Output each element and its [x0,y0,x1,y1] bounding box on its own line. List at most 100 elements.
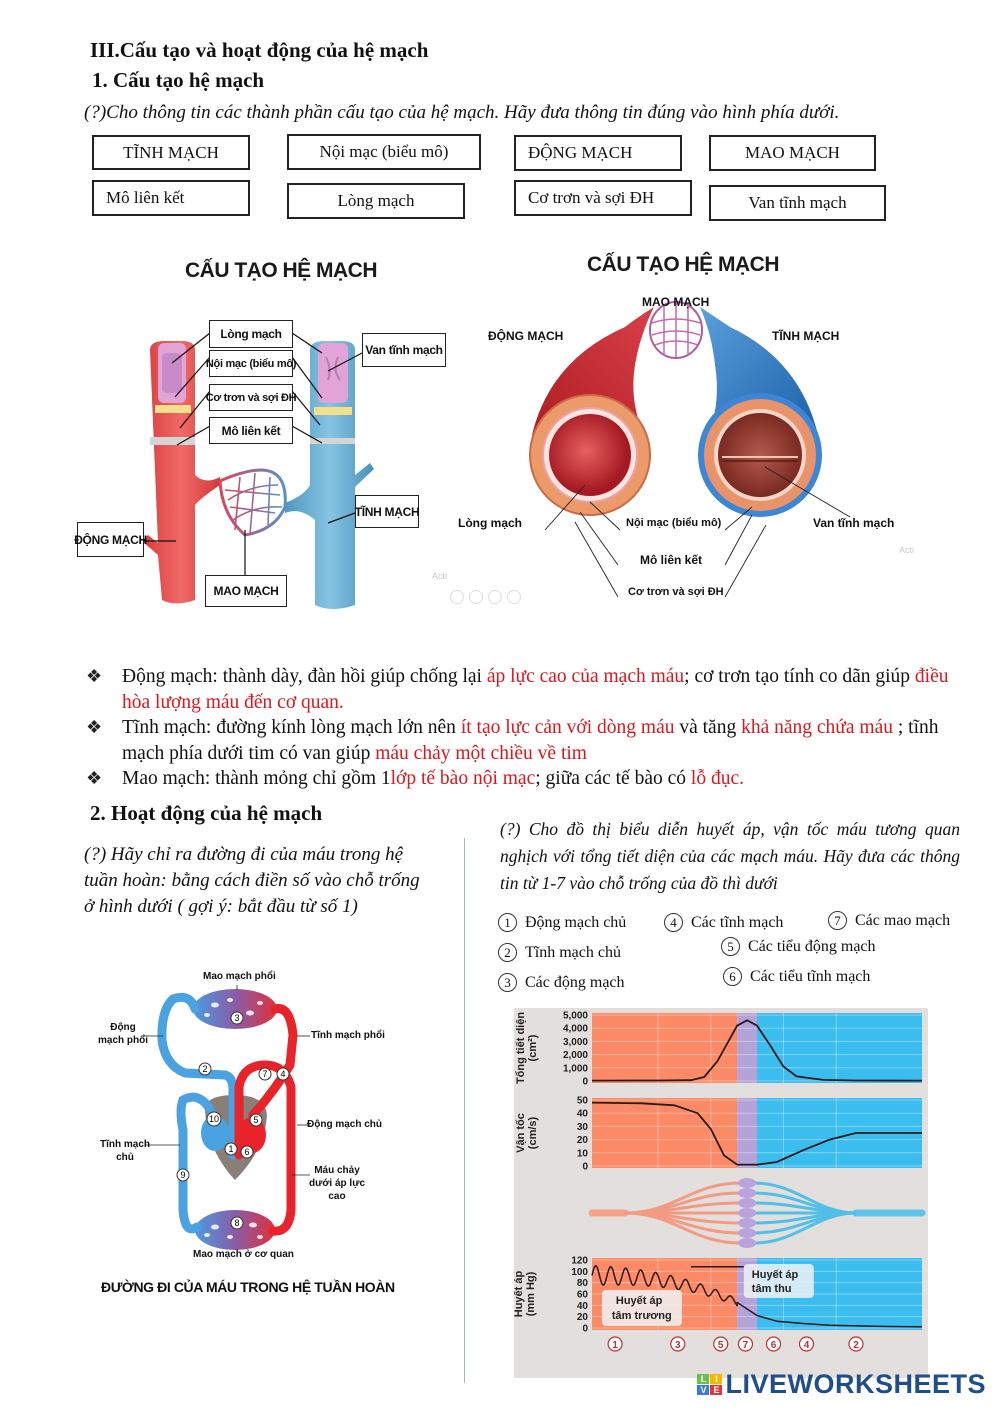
option-chip[interactable]: ĐỘNG MẠCH [514,135,682,171]
label-mo-lien-ket: Mô liên kết [640,553,703,567]
capillary-bed [738,1198,757,1208]
zone-capillary [737,1013,757,1083]
brand-name: LIVEWORKSHEETS [725,1369,986,1399]
svg-text:6: 6 [244,1147,249,1157]
logo-letter: V [697,1385,710,1395]
x-category-marker [670,1336,686,1352]
legend-number: 3 [498,973,517,992]
option-chip[interactable]: TĨNH MẠCH [92,135,250,170]
y-tick-label: 40 [577,1301,589,1312]
label-van-tinh-mach: Van tĩnh mạch [813,516,895,530]
part2-prompt-left: (?) Hãy chỉ ra đường đi của máu trong hệ… [84,844,420,917]
x-category-label: 3 [675,1340,681,1351]
legend-number: 1 [498,913,517,932]
y-tick-label: 20 [577,1312,589,1323]
legend-number: 7 [828,911,847,930]
capillary-bed [738,1228,757,1238]
figure-vessel-structure-right: CẤU TẠO HỆ MẠCH MAO MẠC [440,245,940,620]
arteriole-branch [624,1211,741,1245]
y-tick-label: 0 [582,1324,588,1335]
label-mao-mach-co-quan: Mao mạch ở cơ quan [193,1249,294,1260]
highlight-text: lỗ đục. [690,768,744,789]
systolic-label-box [743,1264,814,1298]
label-van-tinh-mach: Van tĩnh mạch [362,333,446,367]
svg-text:1: 1 [228,1144,233,1154]
viewer-toolbar [450,590,521,604]
label-tinh-mach: TĨNH MẠCH [772,329,840,343]
column-divider [464,838,465,1383]
x-category-label: 7 [743,1340,749,1351]
bullet-item: ❖ Động mạch: thành dày, đàn hồi giúp chốn… [84,664,954,715]
x-category-marker [713,1336,729,1352]
zone-venous [757,1013,922,1083]
venule-branch [753,1211,857,1245]
highlight-text: điều hòa lượng máu đến cơ quan. [122,666,949,713]
bullet-item: ❖Mao mạch: thành mỏng chỉ gồm 1lớp tế bà… [84,766,954,792]
vessel-illustration [140,332,374,609]
logo-letter: E [710,1385,723,1395]
svg-text:7: 7 [262,1069,267,1079]
option-chip[interactable]: Nội mạc (biểu mô) [287,134,481,170]
option-chip[interactable]: Van tĩnh mạch [709,185,886,221]
legend-number: 5 [721,937,740,956]
label-tinh-mach: TĨNH MẠCH [355,495,420,528]
y-axis-label-line: (cm/s) [527,1116,539,1149]
number-markers: 3 2 7 4 10 5 1 6 9 8 [176,1011,290,1230]
highlight-text: khả năng chứa máu [741,717,893,738]
watermark-text: Acti [432,571,448,581]
y-tick-label: 0 [582,1162,588,1173]
edit-icon [450,590,464,604]
logo-badge-icon: L I V E [697,1374,723,1395]
cross-section-illustration [529,301,851,598]
circulation-illustration: 3 2 7 4 10 5 1 6 9 8 [143,985,310,1255]
diastolic-label-box [601,1290,682,1326]
bullet-text: Tĩnh mạch: đường kính lòng mạch lớn nên [122,717,461,738]
svg-text:2: 2 [202,1064,207,1074]
label-mau-chay-duoi-ap-luc-cao: Máu chảy dưới áp lực cao [308,1165,366,1202]
part1-prompt: (?)Cho thông tin các thành phần cấu tạo … [84,102,840,123]
legend-label: Tĩnh mạch chủ [525,943,621,961]
y-axis-label-line: (mm Hg) [525,1271,537,1316]
legend-number: 6 [723,967,742,986]
y-tick-label: 60 [577,1290,589,1301]
zone-arterial [592,1013,738,1083]
zone-arterial [592,1098,738,1168]
minus-icon [507,590,521,604]
x-category-label: 5 [718,1340,724,1351]
y-tick-label: 30 [577,1122,589,1133]
x-category-label: 1 [612,1340,618,1351]
capillary-bed [738,1218,757,1228]
y-tick-label: 3,000 [563,1037,588,1048]
x-category-marker [607,1336,623,1352]
figure-vessel-structure-left: CẤU TẠO HỆ MẠCH [70,245,450,620]
y-axis-label: Huyết áp(mm Hg) [514,1270,537,1317]
label-long-mach: Lòng mạch [209,320,293,348]
bullet-text: Động mạch: thành dày, đàn hồi giúp chống… [122,666,487,687]
logo-letter: I [710,1374,723,1384]
bullet-text: ; cơ trơn tạo tính co dãn giúp [684,666,915,687]
diamond-bullet-icon: ❖ [86,666,103,686]
velocity-line [591,1101,922,1166]
capillary-bed [738,1238,757,1248]
label-co-tron: Cơ trơn và sợi ĐH [206,384,297,411]
x-category-label: 2 [853,1340,859,1351]
diastolic-label: tâm trương [612,1310,672,1322]
option-chip[interactable]: MAO MẠCH [709,135,876,171]
y-axis-label-line: Vận tốc [515,1113,527,1153]
diastolic-label: Huyết áp [616,1295,663,1307]
svg-text:5: 5 [253,1115,258,1125]
option-chip[interactable]: Lòng mạch [287,183,465,219]
label-dong-mach-phoi: Động mạch phổi [98,1022,149,1046]
option-chip[interactable]: Cơ trơn và sợi ĐH [514,180,692,216]
highlight-text: ít tạo lực cản với dòng máu [460,717,675,738]
y-axis-label-line: (cm²) [527,1034,539,1061]
capillary-bed [738,1188,757,1198]
x-category-marker [848,1336,864,1352]
option-chip[interactable]: Mô liên kết [92,180,250,216]
x-category-marker [765,1336,782,1352]
legend-number: 4 [664,913,683,932]
